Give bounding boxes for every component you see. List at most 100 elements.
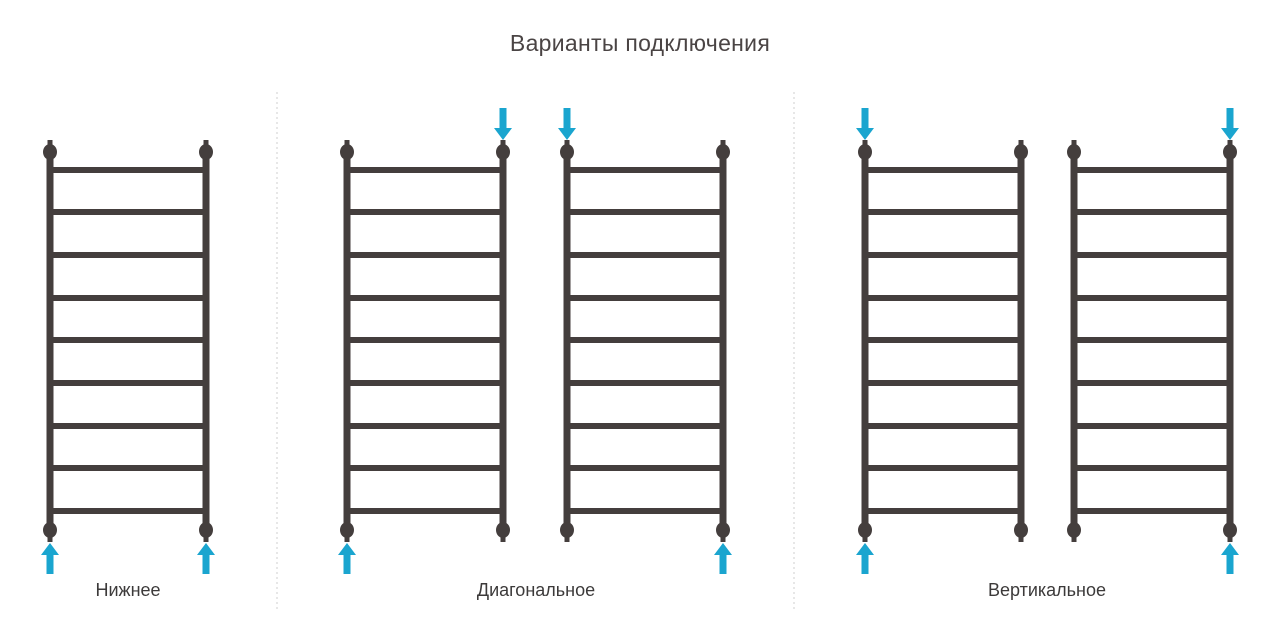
- radiator-rung: [50, 465, 206, 471]
- radiator-rail: [861, 152, 869, 530]
- radiator-rung: [865, 209, 1021, 215]
- radiator-rung: [347, 295, 503, 301]
- radiator-cap-stub: [862, 534, 868, 542]
- arrow-up-icon: [1221, 543, 1239, 574]
- radiator-cap-stub: [720, 140, 726, 148]
- radiator-cap-stub: [1071, 140, 1077, 148]
- radiator-cap-stub: [203, 140, 209, 148]
- radiator-rung: [865, 337, 1021, 343]
- arrow-up-icon: [197, 543, 215, 574]
- radiator-cap: [340, 144, 354, 160]
- radiator-rung: [865, 167, 1021, 173]
- label-diagonal-connection: Диагональное: [476, 580, 596, 600]
- radiator-rung: [50, 252, 206, 258]
- radiator-rung: [50, 295, 206, 301]
- radiator-rung: [1074, 465, 1230, 471]
- radiator-rung: [50, 380, 206, 386]
- radiator-cap-stub: [1227, 140, 1233, 148]
- radiator-rail: [46, 152, 54, 530]
- page-title: Варианты подключения: [509, 30, 771, 56]
- radiator-rung: [1074, 337, 1230, 343]
- radiator-cap-stub: [344, 534, 350, 542]
- radiator-rail: [343, 152, 351, 530]
- arrow-down-icon: [1221, 108, 1239, 140]
- radiator-cap: [1014, 144, 1028, 160]
- radiator-cap: [340, 522, 354, 538]
- radiator-rung: [865, 295, 1021, 301]
- radiator-rung: [347, 337, 503, 343]
- radiator-rung: [347, 167, 503, 173]
- radiator-cap-stub: [564, 534, 570, 542]
- radiator-rail: [1070, 152, 1078, 530]
- radiator-cap: [199, 522, 213, 538]
- radiator-rung: [567, 209, 723, 215]
- radiator-cap: [560, 522, 574, 538]
- radiator-cap: [496, 522, 510, 538]
- radiator-rung: [865, 423, 1021, 429]
- radiator-rung: [865, 252, 1021, 258]
- radiator-rung: [865, 508, 1021, 514]
- arrow-up-icon: [338, 543, 356, 574]
- radiator-cap: [43, 522, 57, 538]
- arrow-up-icon: [856, 543, 874, 574]
- radiator-rung: [567, 295, 723, 301]
- radiator-cap: [716, 522, 730, 538]
- radiator-rung: [1074, 508, 1230, 514]
- radiator-cap: [1223, 144, 1237, 160]
- radiator-rail: [1017, 152, 1025, 530]
- radiator-rung: [347, 465, 503, 471]
- radiator-rung: [567, 508, 723, 514]
- label-vertical-connection: Вертикальное: [987, 580, 1107, 600]
- arrow-up-icon: [41, 543, 59, 574]
- radiator-rail: [1226, 152, 1234, 530]
- radiator-rail: [202, 152, 210, 530]
- radiator-rung: [1074, 423, 1230, 429]
- radiator-cap-stub: [500, 534, 506, 542]
- radiator-rail: [499, 152, 507, 530]
- radiator-cap: [858, 522, 872, 538]
- radiator-rung: [50, 508, 206, 514]
- radiator-rung: [1074, 380, 1230, 386]
- radiator-rung: [50, 167, 206, 173]
- radiator-cap: [199, 144, 213, 160]
- radiator-cap-stub: [1227, 534, 1233, 542]
- radiator-rung: [347, 252, 503, 258]
- radiator-cap-stub: [1071, 534, 1077, 542]
- arrow-down-icon: [494, 108, 512, 140]
- radiator-cap-stub: [203, 534, 209, 542]
- radiator-rung: [567, 167, 723, 173]
- radiator-rung: [347, 423, 503, 429]
- radiator-cap-stub: [500, 140, 506, 148]
- radiator-cap: [496, 144, 510, 160]
- radiator-cap: [43, 144, 57, 160]
- radiator-rung: [50, 337, 206, 343]
- radiator-rung: [1074, 209, 1230, 215]
- radiator-rung: [865, 380, 1021, 386]
- radiator-rung: [865, 465, 1021, 471]
- radiator-cap: [858, 144, 872, 160]
- radiator-rung: [50, 423, 206, 429]
- radiator-rung: [50, 209, 206, 215]
- arrow-up-icon: [714, 543, 732, 574]
- radiator-rung: [1074, 167, 1230, 173]
- radiator-cap-stub: [862, 140, 868, 148]
- radiator-cap: [560, 144, 574, 160]
- radiator-cap: [1223, 522, 1237, 538]
- radiator-rung: [347, 380, 503, 386]
- radiator-cap: [1067, 144, 1081, 160]
- radiator-cap-stub: [564, 140, 570, 148]
- radiator-rung: [567, 380, 723, 386]
- radiator-rung: [347, 209, 503, 215]
- radiator-rail: [719, 152, 727, 530]
- radiator-rung: [567, 465, 723, 471]
- label-bottom-connection: Нижнее: [95, 580, 161, 600]
- arrow-down-icon: [558, 108, 576, 140]
- radiator-cap-stub: [1018, 534, 1024, 542]
- arrow-down-icon: [856, 108, 874, 140]
- radiator-cap: [1067, 522, 1081, 538]
- radiator-cap: [716, 144, 730, 160]
- radiator-rung: [1074, 252, 1230, 258]
- radiator-rung: [567, 423, 723, 429]
- radiator-cap-stub: [47, 140, 53, 148]
